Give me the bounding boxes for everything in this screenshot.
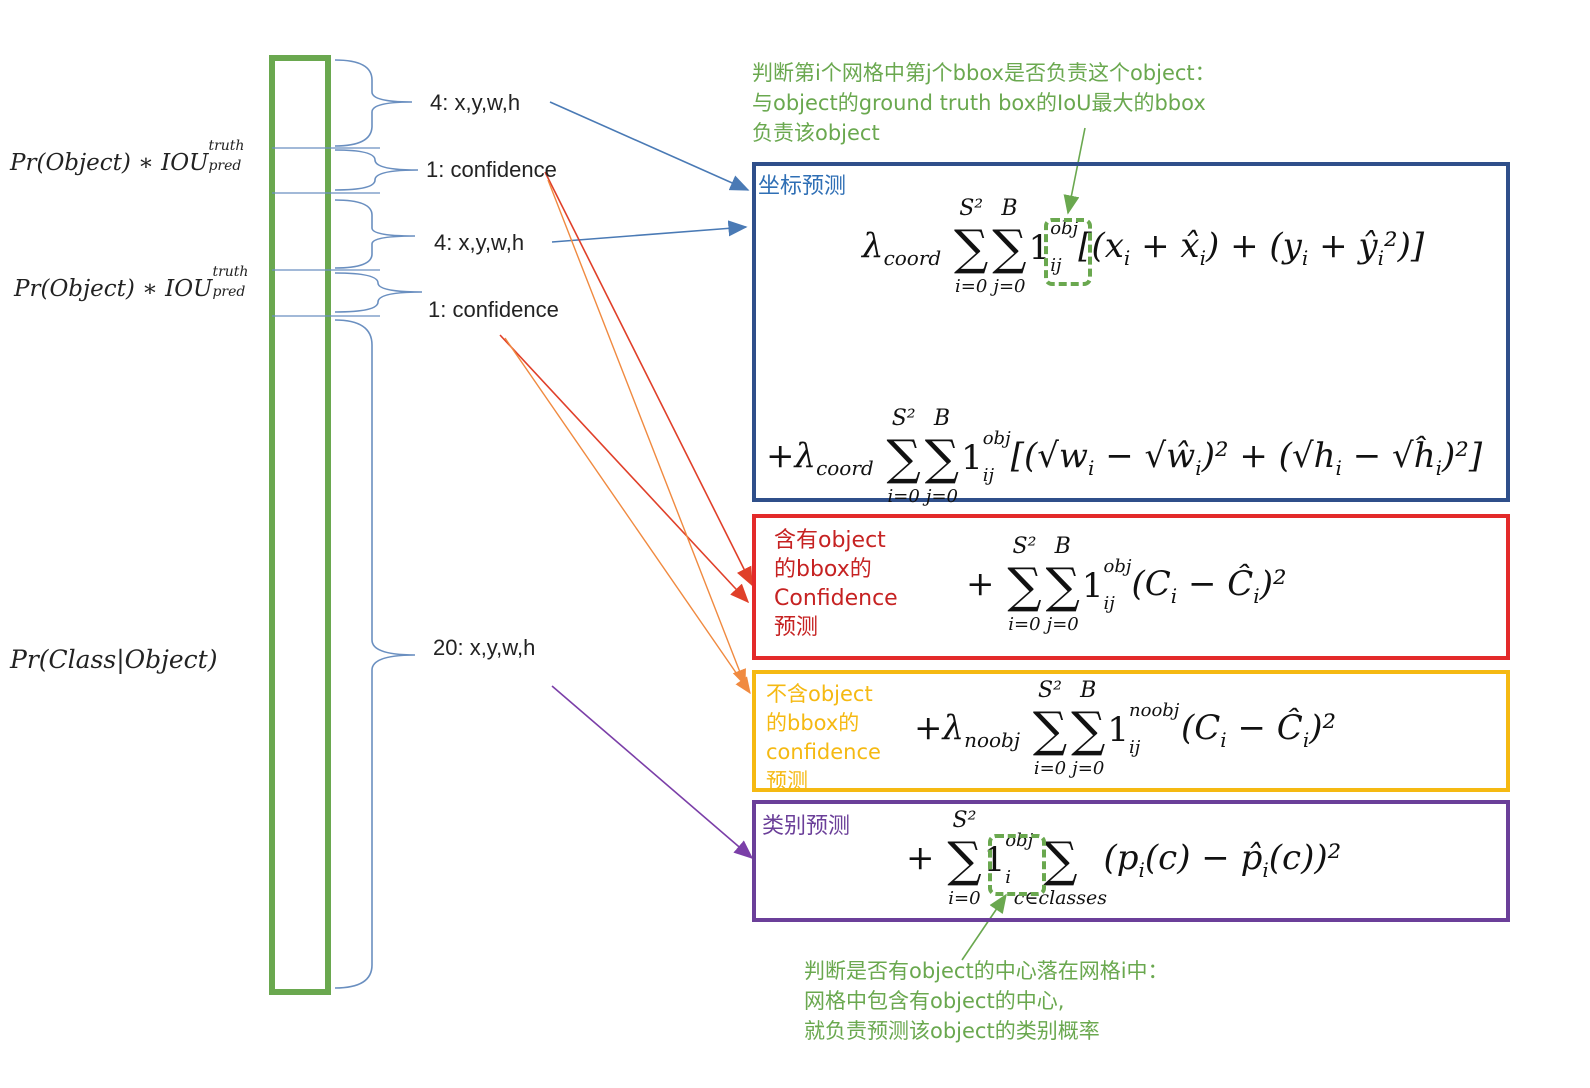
segment-label-conf1: 1: confidence	[426, 157, 557, 182]
class-prob-label: Pr(Class|Object)	[10, 645, 218, 674]
object-confidence-title: 含有object 的bbox的 Confidence 预测	[774, 528, 898, 640]
output-vector-column	[269, 55, 331, 995]
noobject-confidence-title: 不含object 的bbox的 confidence 预测	[766, 682, 881, 788]
indicator-highlight-bottom	[988, 834, 1046, 896]
note-responsible-bbox: 判断第i个网格中第j个bbox是否负责这个object： 与object的gro…	[752, 61, 1216, 145]
segment-label-conf2: 1: confidence	[428, 297, 559, 322]
indicator-highlight-top	[1044, 218, 1092, 286]
segment-label-classes: 20: x,y,w,h	[433, 635, 536, 660]
note-class-responsibility: 判断是否有object的中心落在网格i中： 网格中包含有object的中心, 就…	[804, 959, 1169, 1043]
segment-label-box1: 4: x,y,w,h	[430, 90, 521, 115]
class-prediction-title: 类别预测	[762, 814, 851, 839]
segment-braces	[334, 59, 423, 989]
noobject-confidence-box: 不含object 的bbox的 confidence 预测 +λnoobj ∑S…	[752, 670, 1510, 792]
segment-label-box2: 4: x,y,w,h	[434, 230, 525, 255]
coordinate-loss-title: 坐标预测	[758, 174, 847, 199]
